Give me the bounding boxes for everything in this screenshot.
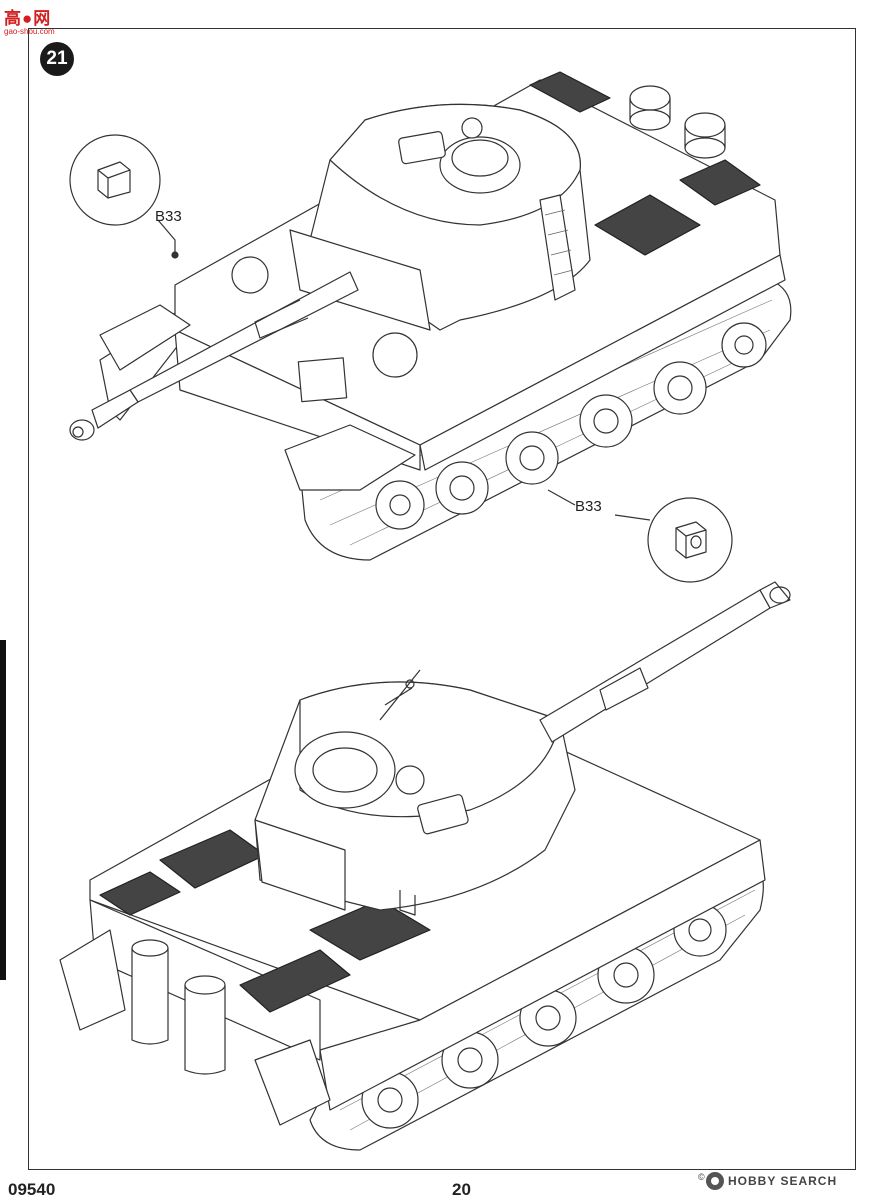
bottom-engine-grille-3 <box>309 899 431 961</box>
callout-label-side: B33 <box>575 498 602 515</box>
bottom-exhausts <box>131 939 226 1075</box>
hobby-search-watermark: HOBBY SEARCH <box>706 1170 866 1192</box>
top-road-wheels <box>375 322 767 530</box>
top-gun-mantlet <box>289 229 431 331</box>
top-tank <box>69 71 792 561</box>
top-exhausts <box>629 85 726 159</box>
copyright-symbol: © <box>698 1172 705 1182</box>
page-border <box>28 28 856 1170</box>
step-number-badge: 21 <box>40 42 74 76</box>
watermark-logo: 高●网 <box>4 9 52 28</box>
bottom-engine-grille-2 <box>239 949 351 1013</box>
bottom-gun-barrel <box>539 581 791 743</box>
top-gun-barrel <box>69 271 359 441</box>
top-engine-grille-1 <box>594 194 701 256</box>
watermark-url: gao-shou.com <box>4 27 55 36</box>
bottom-turret-stowage-box <box>254 819 346 911</box>
bottom-hull-side <box>319 839 766 1111</box>
top-track-right <box>299 279 792 561</box>
top-engine-grille-3 <box>529 71 611 113</box>
callout-label-top: B33 <box>155 208 182 225</box>
top-cupola <box>439 136 521 194</box>
bottom-tank <box>59 581 791 1151</box>
bottom-cupola <box>294 731 396 809</box>
bottom-engine-grille-4 <box>99 871 181 916</box>
watermark: 高●网 gao-shou.com <box>4 4 68 38</box>
bottom-road-wheels <box>361 903 727 1129</box>
page-number: 20 <box>452 1180 471 1199</box>
hobby-search-text: HOBBY SEARCH <box>728 1174 838 1188</box>
side-callout-b33 <box>547 489 733 583</box>
kit-number: 09540 <box>8 1180 56 1199</box>
binding-edge <box>0 640 6 980</box>
part-b33-icon <box>97 161 131 199</box>
top-callout-b33 <box>69 134 179 259</box>
top-hull-side <box>419 254 786 471</box>
top-engine-grille-2 <box>679 159 761 206</box>
hobby-search-icon <box>706 1172 724 1190</box>
